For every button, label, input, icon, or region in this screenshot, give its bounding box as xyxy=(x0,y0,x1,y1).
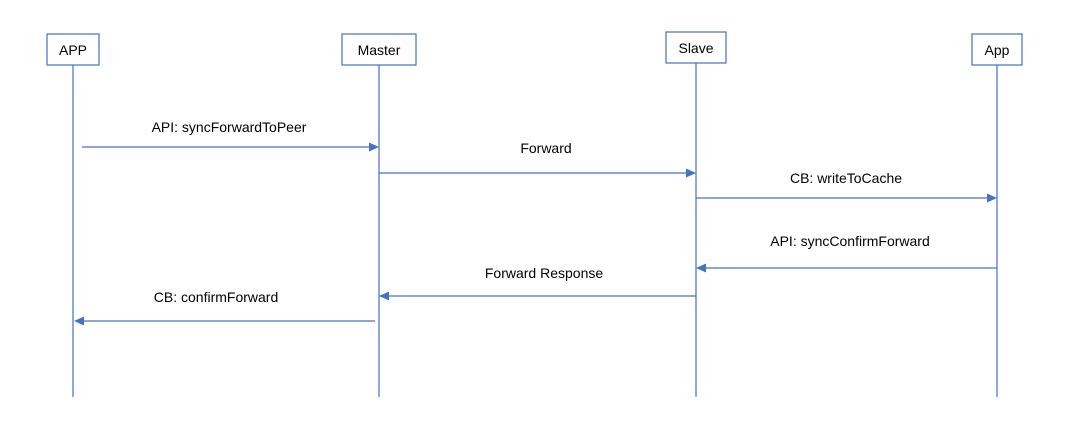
message-label: CB: confirmForward xyxy=(154,289,278,305)
message-label: Forward Response xyxy=(485,265,603,281)
message-cb-write-to-cache: CB: writeToCache xyxy=(696,170,997,203)
message-label: Forward xyxy=(520,140,571,156)
participant-slave: Slave xyxy=(665,31,727,64)
arrowhead-left-icon xyxy=(696,263,706,273)
message-label: API: syncConfirmForward xyxy=(770,233,929,249)
arrowhead-left-icon xyxy=(379,291,389,301)
participant-app-left: APP xyxy=(46,33,100,66)
arrowhead-left-icon xyxy=(74,316,84,326)
arrowhead-right-icon xyxy=(369,142,379,152)
participant-label: Slave xyxy=(678,40,713,56)
message-api-sync-confirm-forward: API: syncConfirmForward xyxy=(696,233,997,273)
participant-label: Master xyxy=(358,42,401,58)
participant-label: APP xyxy=(59,42,87,58)
message-forward: Forward xyxy=(379,140,696,178)
message-forward-response: Forward Response xyxy=(379,265,696,301)
arrowhead-right-icon xyxy=(987,193,997,203)
message-label: API: syncForwardToPeer xyxy=(152,119,307,135)
arrowhead-right-icon xyxy=(686,168,696,178)
message-api-sync-forward-to-peer: API: syncForwardToPeer xyxy=(82,119,379,152)
message-label: CB: writeToCache xyxy=(790,170,902,186)
participant-app-right: App xyxy=(971,33,1023,66)
participant-label: App xyxy=(985,42,1010,58)
message-cb-confirm-forward: CB: confirmForward xyxy=(74,289,375,326)
participant-master: Master xyxy=(341,33,417,66)
